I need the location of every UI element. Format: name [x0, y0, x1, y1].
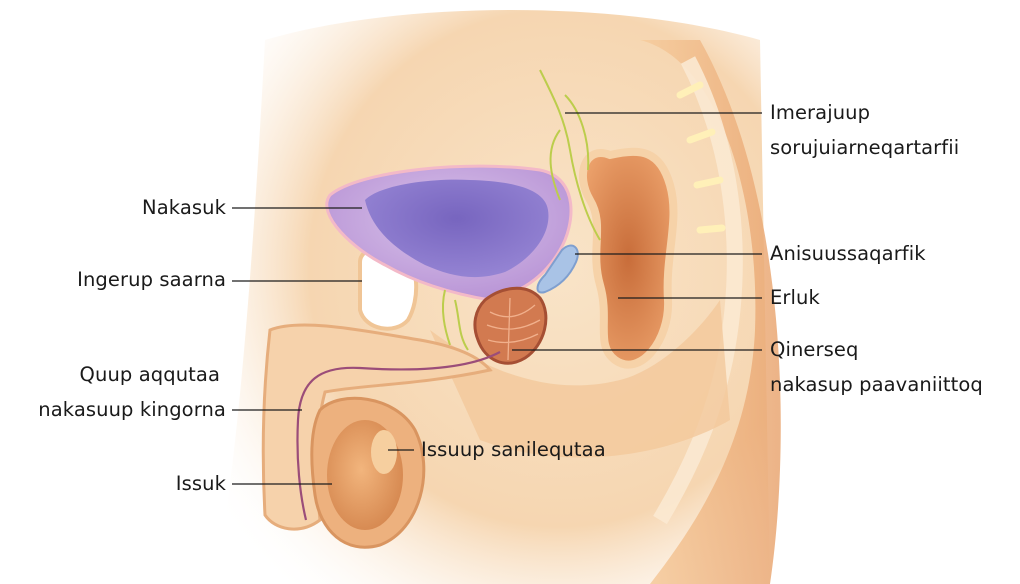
label-qinerseq-line1: Qinerseq [770, 336, 858, 364]
label-qinerseq-line2: nakasup paavaniittoq [770, 371, 983, 399]
label-erluk: Erluk [770, 284, 820, 312]
epididymis-shape [371, 430, 397, 474]
label-imerajuup-line2: sorujuiarneqartarfii [770, 134, 959, 162]
label-nakasuk: Nakasuk [142, 194, 226, 222]
label-ingerup-saarna: Ingerup saarna [77, 266, 226, 294]
label-imerajuup-line1: Imerajuup [770, 99, 870, 127]
label-issuup-sanilequtaa: Issuup sanilequtaa [421, 436, 606, 464]
label-issuk: Issuk [176, 470, 226, 498]
label-anisuussaqarfik: Anisuussaqarfik [770, 240, 926, 268]
label-quup-line2: nakasuup kingorna [38, 396, 226, 424]
label-quup-line1: Quup aqqutaa [80, 361, 220, 389]
